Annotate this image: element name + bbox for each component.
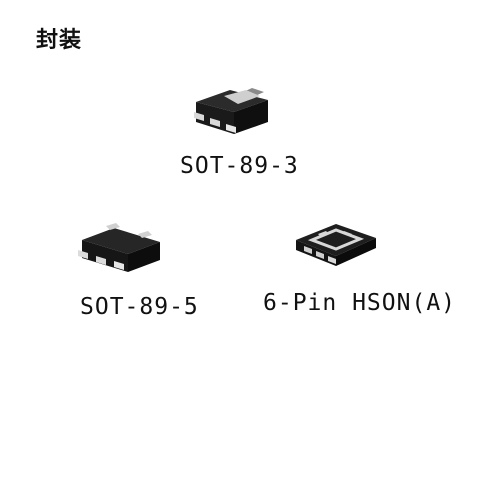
sot89-3-package-icon [190, 84, 274, 146]
sot89-5-package-icon [76, 220, 166, 280]
section-title: 封装 [36, 28, 83, 53]
hson-6pin-package-icon [292, 216, 378, 276]
package-label-hson-6pin: 6-Pin HSON(A) [263, 290, 457, 316]
package-label-sot89-5: SOT-89-5 [80, 294, 199, 320]
package-label-sot89-3: SOT-89-3 [180, 153, 299, 179]
